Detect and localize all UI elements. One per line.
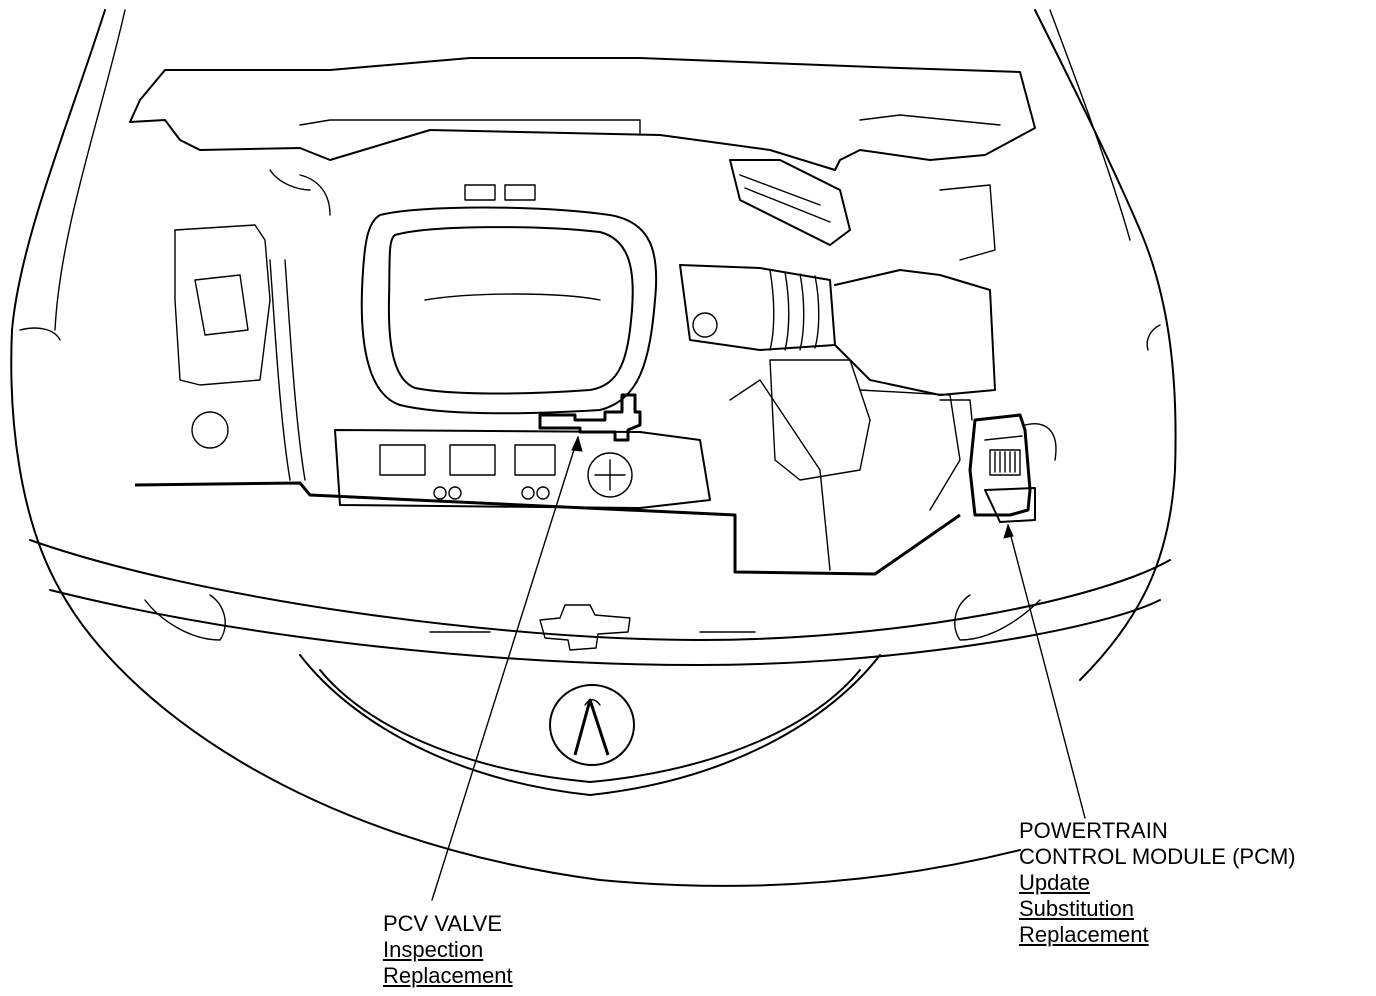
pcv-replacement-link[interactable]: Replacement [383,963,513,988]
air-duct [730,160,850,245]
car-body-outline [11,10,1175,886]
pcm-replacement-link[interactable]: Replacement [1019,922,1149,947]
engine-cover [362,185,656,413]
pcm-title-line1: POWERTRAIN [1019,818,1168,843]
lower-manifold [135,430,960,574]
pcv-inspection-link[interactable]: Inspection [383,937,484,962]
pcv-valve-callout: PCV VALVE Inspection Replacement [383,911,513,989]
front-bumper [30,540,1170,795]
pcm-callout: POWERTRAIN CONTROL MODULE (PCM) Update S… [1019,818,1296,948]
pcm-substitution-link[interactable]: Substitution [1019,896,1134,921]
acura-emblem [550,685,634,765]
pcm-title-line2: CONTROL MODULE (PCM) [1019,844,1296,869]
leader-lines [432,437,1085,900]
pcm-update-link[interactable]: Update [1019,870,1090,895]
intake-hose [680,265,995,395]
right-components [730,185,995,570]
pcm-module [940,400,1056,522]
pcv-valve-title: PCV VALVE [383,911,503,936]
left-components [175,170,330,480]
hood-opening [130,58,1035,170]
pcv-valve [540,395,640,440]
